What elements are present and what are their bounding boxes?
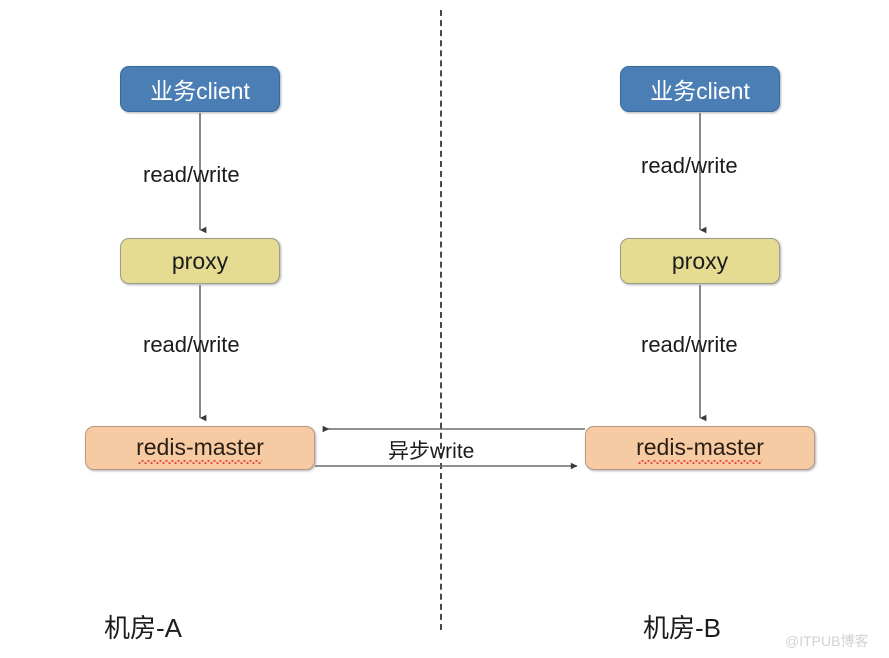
node-redis-master-b-label: redis-master [636, 434, 764, 464]
edge-label-proxy-redis-a: read/write [143, 332, 240, 357]
node-proxy-a[interactable]: proxy [120, 238, 280, 284]
edge-label-async-write: 异步write [388, 440, 475, 463]
node-client-a[interactable]: 业务client [120, 66, 280, 112]
edge-label-client-proxy-a: read/write [143, 162, 240, 187]
node-proxy-a-label: proxy [171, 247, 229, 274]
edge-label-proxy-redis-b: read/write [641, 332, 738, 357]
node-proxy-b-label: proxy [671, 247, 729, 274]
watermark: @ITPUB博客 [785, 633, 869, 649]
datacenter-b-caption: 机房-B [643, 613, 722, 643]
node-redis-master-a[interactable]: redis-master [85, 426, 315, 470]
datacenter-a-caption: 机房-A [104, 613, 183, 643]
node-client-b-label: 业务client [650, 78, 750, 104]
node-client-b[interactable]: 业务client [620, 66, 780, 112]
node-proxy-b[interactable]: proxy [620, 238, 780, 284]
node-client-a-label: 业务client [150, 78, 250, 104]
edge-label-client-proxy-b: read/write [641, 153, 738, 178]
node-redis-master-a-label: redis-master [136, 434, 264, 464]
datacenter-b-enclosure [0, 568, 366, 658]
datacenter-separator-line [440, 10, 442, 630]
node-redis-master-b[interactable]: redis-master [585, 426, 815, 470]
